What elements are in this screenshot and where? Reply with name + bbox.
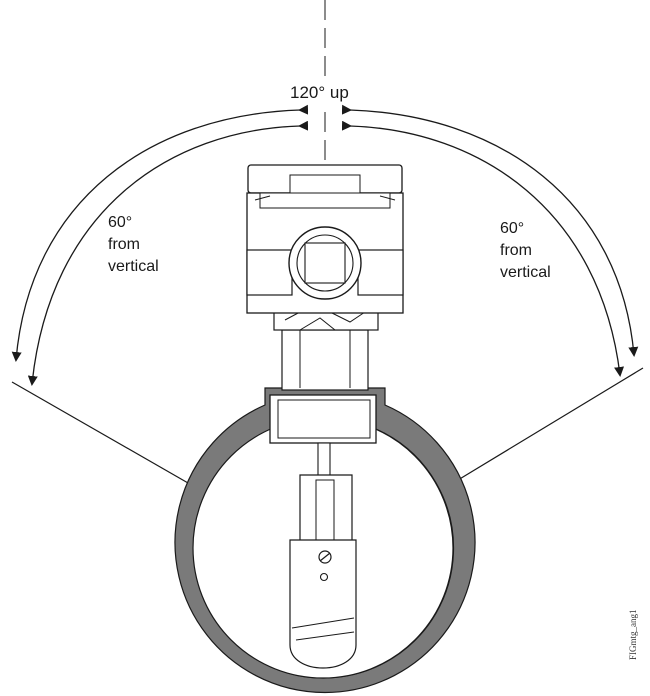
label-left-degrees: 60°	[108, 214, 133, 231]
housing-left-lug	[246, 249, 293, 296]
probe-tip	[289, 539, 357, 669]
right-limit-line	[457, 367, 644, 481]
label-left-vertical: vertical	[108, 258, 159, 275]
label-right-vertical: vertical	[500, 264, 551, 281]
label-left-60-from-vertical: 60° from vertical	[108, 212, 159, 278]
label-right-60-from-vertical: 60° from vertical	[500, 218, 551, 284]
figure-id: FIGmtg_ang1	[628, 609, 638, 661]
label-left-from: from	[108, 236, 140, 253]
lock-nut	[273, 311, 379, 331]
probe-hole	[319, 572, 329, 582]
mounting-boss-inner	[277, 399, 371, 439]
conduit-entry-square	[304, 242, 346, 284]
right-inner-arc	[341, 120, 624, 377]
label-right-degrees: 60°	[500, 220, 525, 237]
housing-right-lug	[357, 249, 404, 296]
left-limit-line	[11, 381, 196, 488]
label-120-up: 120° up	[287, 82, 352, 104]
label-right-from: from	[500, 242, 532, 259]
sensor-neck	[281, 329, 369, 391]
left-inner-arc	[27, 120, 309, 386]
